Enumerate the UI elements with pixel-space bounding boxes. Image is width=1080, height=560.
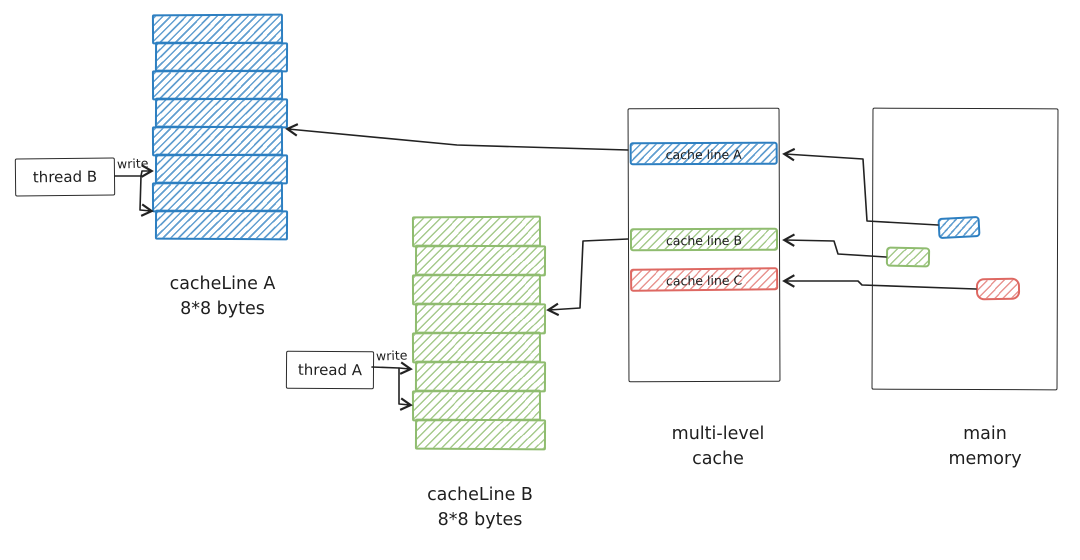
cacheline-a-row — [151, 181, 284, 213]
cache-line-a-label: cache line A — [665, 146, 742, 163]
cacheline-b-title: cacheLine B — [427, 485, 533, 505]
cacheline-a-row — [154, 97, 289, 129]
cacheline-b-subtitle: 8*8 bytes — [437, 510, 523, 530]
cacheline-b-caption: cacheLine B 8*8 bytes — [400, 483, 560, 533]
cache-line-b-row: cache line B — [629, 227, 779, 252]
cacheline-a-title: cacheLine A — [169, 274, 276, 294]
arrow-thread-b-write-2 — [139, 175, 151, 211]
arrow-cache-line-b-to-stack-b — [549, 238, 629, 310]
main-memory-block-green — [885, 246, 931, 268]
cacheline-a-row — [154, 41, 289, 73]
main-memory-caption-line2: memory — [948, 449, 1022, 469]
cacheline-b-row — [411, 215, 542, 248]
arrow-thread-b-write-1 — [114, 171, 151, 176]
multi-level-cache-caption: multi-level cache — [628, 422, 808, 472]
multi-level-cache-caption-line1: multi-level — [671, 424, 765, 444]
thread-a-write-label: write — [375, 347, 408, 364]
arrow-thread-a-write-2 — [398, 367, 410, 405]
cacheline-a-row — [151, 69, 284, 101]
thread-a-label: thread A — [297, 360, 363, 380]
cacheline-b-row — [414, 418, 547, 451]
cacheline-b-row — [414, 360, 547, 393]
thread-b-write-label: write — [116, 155, 149, 172]
thread-b-box: thread B — [14, 157, 116, 197]
cacheline-a-row — [154, 209, 289, 241]
cache-line-c-row: cache line C — [630, 267, 779, 292]
cacheline-a-row — [151, 125, 284, 157]
cacheline-b-row — [414, 302, 547, 335]
cacheline-a-row — [151, 13, 284, 45]
cacheline-b-stack — [411, 215, 547, 451]
multi-level-cache-caption-line2: cache — [692, 449, 744, 469]
cacheline-b-row — [411, 389, 542, 422]
cache-line-a-row: cache line A — [629, 141, 778, 166]
main-memory-block-red — [975, 277, 1021, 301]
main-memory-block-blue — [937, 215, 981, 240]
cacheline-b-row — [411, 331, 542, 364]
arrow-memory-to-cache-line-b — [785, 240, 887, 258]
arrow-cache-line-a-to-stack-a — [288, 129, 629, 151]
multi-level-cache-box: cache line A cache line B cache line C — [627, 107, 781, 383]
cacheline-a-subtitle: 8*8 bytes — [180, 299, 265, 319]
main-memory-caption: main memory — [895, 422, 1075, 472]
cacheline-b-row — [414, 244, 547, 277]
thread-b-label: thread B — [32, 167, 98, 187]
cacheline-a-stack — [151, 13, 289, 241]
cacheline-b-row — [411, 273, 542, 306]
cache-line-c-label: cache line C — [665, 272, 743, 289]
cacheline-a-caption: cacheLine A 8*8 bytes — [140, 272, 305, 322]
thread-a-box: thread A — [285, 350, 375, 390]
cacheline-a-row — [154, 153, 289, 185]
cache-line-b-label: cache line B — [665, 232, 743, 249]
main-memory-caption-line1: main — [963, 424, 1007, 444]
arrow-thread-a-write-1 — [371, 367, 410, 369]
